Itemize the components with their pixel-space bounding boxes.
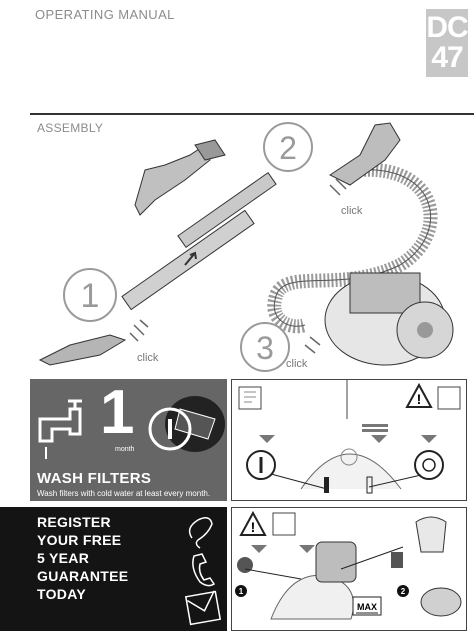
max-line-badge bbox=[352, 596, 382, 616]
hose-handle bbox=[329, 122, 401, 186]
model-line-2: 47 bbox=[431, 41, 463, 74]
cyclone-pack bbox=[349, 272, 421, 314]
wash-filters-text: Wash filters with cold water at least ev… bbox=[37, 489, 211, 498]
register-guarantee-panel bbox=[0, 507, 227, 631]
floor-tool bbox=[38, 334, 127, 366]
machine-top-view bbox=[300, 453, 402, 490]
filter-removal-illustration: ! bbox=[238, 379, 461, 494]
register-icons bbox=[184, 517, 222, 626]
cyclone-bin bbox=[315, 541, 357, 583]
step-2-number: 2 bbox=[279, 130, 297, 166]
wash-illustration bbox=[38, 396, 225, 459]
register-line-4: GUARANTEE bbox=[37, 568, 129, 584]
phone-icon bbox=[192, 553, 216, 587]
manual-icon-3 bbox=[272, 512, 296, 536]
debris-pile bbox=[420, 587, 462, 617]
assembly-heading: ASSEMBLY bbox=[37, 121, 104, 135]
mail-icon bbox=[184, 590, 222, 626]
step-bullet-2-number: 2 bbox=[401, 587, 406, 596]
model-line-1: DC bbox=[426, 11, 468, 44]
bin-button-icon bbox=[237, 557, 253, 573]
bin-emptying-illustration: ! MAX 1 2 bbox=[235, 510, 462, 620]
click-label-1: click bbox=[137, 352, 159, 364]
manual-icon bbox=[238, 386, 262, 410]
filter-circle-icon bbox=[148, 407, 192, 451]
bin-release-icon bbox=[391, 552, 403, 568]
step-bullet-1 bbox=[235, 585, 247, 597]
down-arrow-1 bbox=[259, 435, 275, 443]
unlock-icon bbox=[246, 450, 276, 480]
wash-filters-title: WASH FILTERS bbox=[37, 470, 152, 487]
model-badge: DC 47 bbox=[426, 9, 469, 77]
month-unit: month bbox=[115, 446, 135, 453]
step-2-circle bbox=[263, 122, 313, 172]
down-arrow-3 bbox=[421, 435, 437, 443]
step-1-circle bbox=[63, 268, 117, 322]
bin-open-view bbox=[415, 516, 447, 553]
manual-title: OPERATING MANUAL bbox=[35, 7, 175, 22]
warning-icon bbox=[405, 382, 433, 408]
step-3-circle bbox=[240, 322, 290, 372]
down-arrow-4 bbox=[251, 545, 267, 553]
header-divider bbox=[30, 113, 474, 115]
down-arrow-2 bbox=[371, 435, 387, 443]
register-line-1: REGISTER bbox=[37, 514, 111, 530]
rotate-icon bbox=[414, 450, 444, 480]
step-bullet-2 bbox=[397, 585, 409, 597]
down-arrow-5 bbox=[299, 545, 315, 553]
svg-text:!: ! bbox=[417, 391, 422, 407]
step-3-number: 3 bbox=[256, 330, 274, 366]
click-label-2: click bbox=[341, 205, 363, 217]
assembly-illustration: 1 2 3 click click click bbox=[38, 122, 454, 372]
warning-icon-2 bbox=[239, 510, 267, 536]
register-line-5: TODAY bbox=[37, 586, 86, 602]
combination-tool bbox=[134, 144, 211, 216]
svg-text:!: ! bbox=[251, 519, 256, 535]
manual-icon-2 bbox=[437, 386, 461, 410]
month-count: 1 bbox=[100, 378, 135, 447]
web-cursor-icon bbox=[188, 517, 213, 549]
register-line-2: YOUR FREE bbox=[37, 532, 122, 548]
step-1-number: 1 bbox=[81, 277, 100, 315]
click-label-3: click bbox=[286, 358, 308, 370]
register-line-3: 5 YEAR bbox=[37, 550, 90, 566]
tap-icon bbox=[38, 407, 82, 443]
step-bullet-1-number: 1 bbox=[239, 587, 244, 596]
max-label: MAX bbox=[357, 602, 377, 612]
